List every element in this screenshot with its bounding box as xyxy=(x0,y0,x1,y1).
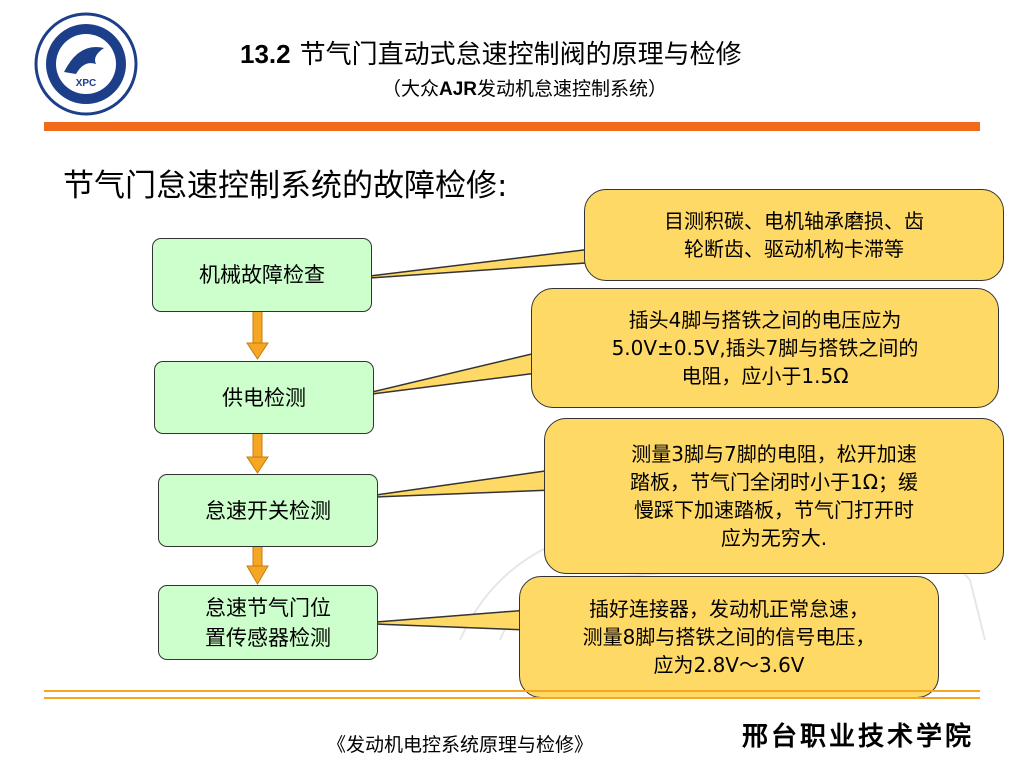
arrow-down-2 xyxy=(246,432,269,474)
flow-step-position-sensor-check: 怠速节气门位 置传感器检测 xyxy=(158,585,378,660)
callout-line: 插头4脚与搭铁之间的电压应为 xyxy=(628,308,902,332)
callout-pointer-3 xyxy=(375,469,553,498)
page-subtitle: （大众AJR发动机怠速控制系统） xyxy=(382,74,667,101)
page-title: 13.2 节气门直动式怠速控制阀的原理与检修 xyxy=(240,34,940,71)
flow-step-label: 怠速开关检测 xyxy=(205,498,331,523)
subtitle-open: （大众 xyxy=(382,78,440,100)
college-logo: XPC xyxy=(34,12,138,116)
title-text: 节气门直动式怠速控制阀的原理与检修 xyxy=(299,40,742,70)
callout-pointer-2 xyxy=(371,351,546,395)
callout-pointer-4 xyxy=(375,609,529,631)
title-divider xyxy=(44,122,980,131)
footer-book-title: 《发动机电控系统原理与检修》 xyxy=(327,734,594,756)
footer-divider-top xyxy=(44,690,980,692)
callout-pointer-1 xyxy=(369,247,601,279)
callout-line: 轮断齿、驱动机构卡滞等 xyxy=(684,237,904,261)
callout-line: 电阻，应小于1.5Ω xyxy=(681,364,849,388)
callout-line: 目测积碳、电机轴承磨损、齿 xyxy=(664,209,924,233)
flow-step-mechanical-check: 机械故障检查 xyxy=(152,238,372,312)
logo-text: XPC xyxy=(76,78,97,89)
section-heading: 节气门怠速控制系统的故障检修: xyxy=(63,168,508,204)
flow-step-label: 机械故障检查 xyxy=(199,263,325,287)
callout-line: 应为2.8V～3.6V xyxy=(653,653,805,677)
arrow-down-1 xyxy=(246,310,269,360)
footer-college-name: 邢台职业技术学院 xyxy=(742,722,975,752)
arrow-down-3 xyxy=(246,545,269,585)
subtitle-bold: AJR xyxy=(439,79,478,100)
callout-position-sensor: 插好连接器，发动机正常怠速， 测量8脚与搭铁之间的信号电压， 应为2.8V～3.… xyxy=(519,576,939,698)
footer-divider-bottom xyxy=(44,697,980,699)
subtitle-close: 发动机怠速控制系统） xyxy=(477,78,668,100)
label-line: 置传感器检测 xyxy=(205,625,331,650)
callout-line: 慢踩下加速踏板，节气门打开时 xyxy=(633,498,914,522)
callout-power: 插头4脚与搭铁之间的电压应为 5.0V±0.5V,插头7脚与搭铁之间的 电阻，应… xyxy=(531,288,999,408)
callout-mechanical: 目测积碳、电机轴承磨损、齿 轮断齿、驱动机构卡滞等 xyxy=(584,189,1004,281)
flow-step-power-check: 供电检测 xyxy=(154,361,374,434)
callout-line: 测量3脚与7脚的电阻，松开加速 xyxy=(631,442,917,466)
flow-step-label: 供电检测 xyxy=(222,385,306,410)
label-line: 怠速节气门位 xyxy=(205,595,331,620)
title-number: 13.2 xyxy=(240,39,291,69)
callout-line: 测量8脚与搭铁之间的信号电压， xyxy=(582,625,876,649)
callout-line: 应为无穷大. xyxy=(720,526,828,550)
callout-line: 踏板，节气门全闭时小于1Ω；缓 xyxy=(629,470,918,494)
flow-step-label: 怠速节气门位 置传感器检测 xyxy=(205,593,331,653)
callout-line: 插好连接器，发动机正常怠速， xyxy=(588,597,869,621)
callout-idle-switch: 测量3脚与7脚的电阻，松开加速 踏板，节气门全闭时小于1Ω；缓 慢踩下加速踏板，… xyxy=(544,418,1004,574)
callout-line: 5.0V±0.5V,插头7脚与搭铁之间的 xyxy=(611,336,919,360)
flow-step-idle-switch-check: 怠速开关检测 xyxy=(158,474,378,547)
